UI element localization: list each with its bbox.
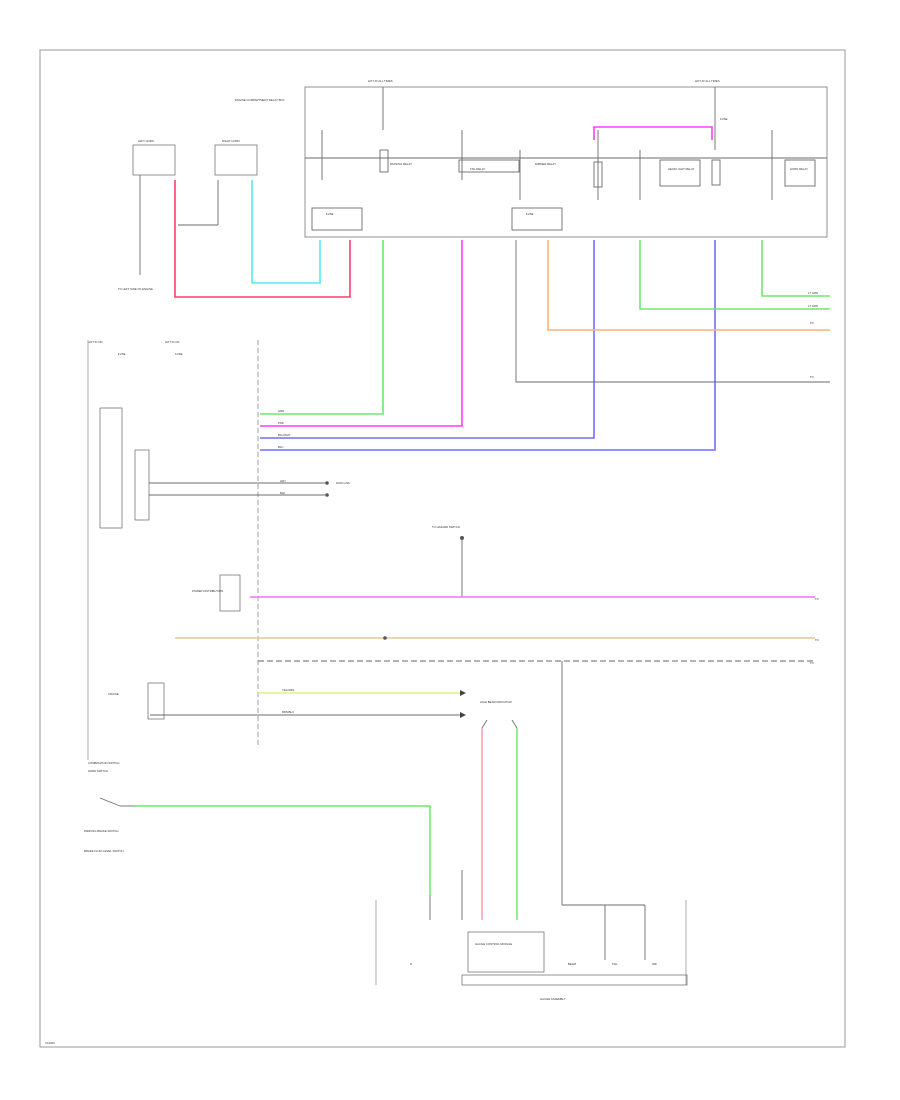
combo-wires <box>149 482 325 496</box>
relay-c-label: DIMMER RELAY <box>535 162 556 166</box>
gauge-control-box <box>467 931 545 973</box>
to-label: DATA LINK <box>336 481 350 485</box>
wire-blue-2 <box>260 240 716 451</box>
wire-magenta-1 <box>260 240 463 427</box>
gauge-beam-label: BEAM <box>568 962 577 966</box>
cruise-box <box>147 682 165 720</box>
gauge-g-label: G <box>410 962 412 966</box>
wire-label-blk: BLK <box>280 491 285 495</box>
right-label-5: TO <box>815 597 820 601</box>
parking-brake-label: PARKING BRAKE SWITCH <box>84 829 118 833</box>
fuse-panel-fuse2: FUSE <box>175 352 183 356</box>
right-horn-label: RIGHT HORN <box>222 139 240 143</box>
right-label-6: TO <box>815 638 820 642</box>
cruise-label: CRUISE <box>108 692 119 696</box>
gauge-bottom-box <box>461 974 688 986</box>
wire-orange <box>547 240 830 331</box>
high-beam-label: HIGH BEAM INDICATOR <box>480 700 512 704</box>
wire-label-blu: BLU/WHT <box>278 433 291 437</box>
horn-ground-wires <box>139 175 219 275</box>
fuse-panel-right: HOT IN ON <box>165 340 179 344</box>
hazard-label: TO HAZARD SWITCH <box>432 525 460 529</box>
fuse-c-label: FUSE <box>720 117 728 121</box>
yel-grn-label: YEL/GRN <box>282 688 294 692</box>
gauge-assy-label: GAUGE ASSEMBLY <box>540 997 566 1001</box>
wire-green-2 <box>639 240 830 310</box>
brn-blk-label: BRN/BLK <box>282 710 294 714</box>
pwr-dist-label: POWER DISTRIBUTION <box>192 589 223 593</box>
horn-switch-label: HORN SWITCH <box>88 769 108 773</box>
fuse-panel-fuse1: FUSE <box>118 352 126 356</box>
hot-label-1: HOT AT ALL TIMES <box>368 79 393 83</box>
wire-green-brake <box>135 805 431 895</box>
wire-red <box>174 180 351 298</box>
right-label-3: TO <box>810 321 815 325</box>
right-label-2: LT GRN <box>808 304 818 308</box>
combo-switch-inner <box>134 449 150 521</box>
pwr-dist-box <box>219 574 241 612</box>
brake-fluid-label: BRAKE FLUID LEVEL SWITCH <box>84 849 124 853</box>
right-label-4: TO <box>810 375 815 379</box>
combo-switch-label: COMBINATION SWITCH <box>88 761 119 765</box>
wire-label-blu2: BLU <box>278 445 283 449</box>
wire-label-pnk: PNK <box>278 421 284 425</box>
footer-code: CL0000 <box>45 1041 55 1045</box>
wire-label-gry: GRY <box>280 479 286 483</box>
right-label-1: LT GRN <box>808 291 818 295</box>
combo-switch-box <box>99 407 123 529</box>
relay-d-label: HEAD LIGHT RELAY <box>668 167 695 171</box>
relay-b-label: TAIL RELAY <box>470 167 485 171</box>
left-horn <box>132 144 176 176</box>
parking-brake-switch <box>99 797 135 807</box>
gauge-tail-label: TAIL <box>612 962 618 966</box>
hot-label-2: HOT AT ALL TIMES <box>695 79 720 83</box>
wire-green-3 <box>761 240 830 297</box>
wire-label-grn: GRN <box>278 409 284 413</box>
fuse-panel-left: HOT IN ON <box>88 340 102 344</box>
horn-relay-label: HORN RELAY <box>790 167 808 171</box>
gauge-internals <box>429 870 646 960</box>
gauge-ind-label: IND <box>652 962 657 966</box>
wire-blue-1 <box>260 240 595 439</box>
wire-gray-1 <box>515 240 830 383</box>
relay-internals <box>305 87 827 231</box>
relay-a-label: PASSING RELAY <box>390 162 412 166</box>
wire-magenta-top <box>593 126 713 140</box>
gauge-control-label: GAUGE CONTROL MODULE <box>475 942 512 946</box>
ground-label: TO LEFT SIDE OF ENGINE <box>118 287 153 291</box>
fuse-a-label: FUSE <box>326 212 334 216</box>
relay-box <box>304 86 828 238</box>
fuse-b-label: FUSE <box>526 212 534 216</box>
wire-green-1 <box>260 240 384 415</box>
relay-box-title: ENGINE COMPARTMENT RELAY BOX <box>235 98 285 102</box>
right-label-7: TO <box>810 661 815 665</box>
wire-cyan <box>251 180 321 284</box>
diagram-frame <box>39 49 846 1048</box>
left-horn-label: LEFT HORN <box>138 139 154 143</box>
right-horn <box>214 144 258 176</box>
